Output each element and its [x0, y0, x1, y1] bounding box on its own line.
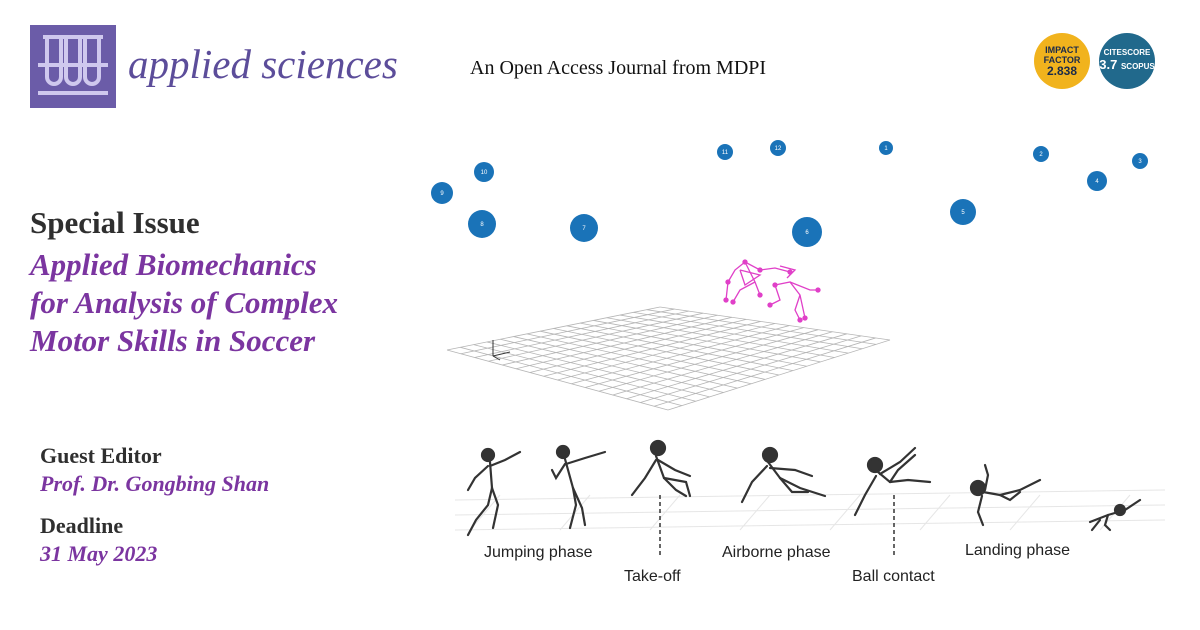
skeleton-figure-4 [740, 446, 827, 504]
grid-line [580, 322, 807, 367]
grid-line [571, 325, 790, 385]
camera-marker-label: 12 [775, 146, 782, 152]
camera-marker-dot [792, 217, 822, 247]
camera-marker-label: 11 [722, 150, 729, 156]
citescore-badge: CITESCORE 3.7 SCOPUS [1099, 33, 1155, 89]
grid-line [585, 327, 804, 388]
camera-marker-label: 7 [582, 226, 586, 232]
camera-marker-dot [431, 182, 453, 204]
skeleton-figure-2 [550, 444, 607, 530]
grid-line [640, 335, 862, 403]
camera-marker: 1 [879, 141, 893, 155]
special-issue-title-line: Motor Skills in Soccer [30, 323, 316, 358]
camera-marker: 6 [792, 217, 822, 247]
camera-marker: 12 [770, 140, 786, 156]
camera-marker: 8 [468, 210, 496, 238]
grid-line [654, 337, 876, 407]
impact-factor-value: 2.838 [1046, 63, 1078, 78]
grid-line [646, 309, 877, 345]
camera-marker-label: 4 [1095, 179, 1099, 185]
impact-factor-label-1: IMPACT [1045, 44, 1079, 55]
camera-marker-dot [770, 140, 786, 156]
grid-line [593, 320, 821, 363]
guest-editor-name: Prof. Dr. Gongbing Shan [40, 471, 270, 496]
deadline-date: 31 May 2023 [40, 541, 158, 566]
landing-phase-label: Landing phase [965, 542, 1070, 559]
camera-marker: 2 [1033, 146, 1049, 162]
impact-factor-label-2: FACTOR [1043, 54, 1081, 65]
camera-marker-dot [474, 162, 494, 182]
skeleton-sequence [466, 439, 1142, 537]
camera-marker-label: 10 [481, 170, 488, 176]
grid-line [606, 317, 835, 358]
grid-line [619, 314, 849, 354]
grid-line [566, 325, 793, 372]
ball-contact-label: Ball contact [852, 568, 935, 585]
camera-marker: 10 [474, 162, 494, 182]
camera-marker: 5 [950, 199, 976, 225]
camera-marker-dot [950, 199, 976, 225]
camera-marker-dot [1132, 153, 1148, 169]
grid-line [598, 329, 819, 392]
marker-skeleton [723, 259, 821, 323]
citescore-source: SCOPUS [1120, 62, 1155, 71]
special-issue-title-line: for Analysis of Complex [30, 285, 339, 320]
camera-marker-label: 5 [961, 210, 965, 216]
camera-marker-dot [717, 144, 733, 160]
deadline-label: Deadline [40, 513, 124, 538]
guest-editor-label: Guest Editor [40, 443, 162, 468]
camera-marker-label: 3 [1138, 159, 1142, 165]
journal-logo [30, 25, 116, 108]
camera-marker-label: 1 [884, 146, 888, 152]
special-issue-label: Special Issue [30, 205, 200, 240]
camera-marker-dot [468, 210, 496, 238]
grid-line [626, 333, 847, 400]
grid-line [557, 323, 776, 381]
jumping-phase-label: Jumping phase [484, 544, 593, 561]
skeleton-figure-3 [630, 439, 692, 498]
capture-floor-grid [446, 306, 891, 411]
camera-marker: 11 [717, 144, 733, 160]
camera-marker: 3 [1132, 153, 1148, 169]
camera-marker-label: 6 [805, 230, 809, 236]
camera-marker-label: 9 [440, 191, 444, 197]
test-tubes-icon [38, 35, 108, 95]
citescore-label: CITESCORE [1103, 48, 1151, 57]
camera-marker-dot [1087, 171, 1107, 191]
camera-marker-dot [879, 141, 893, 155]
citescore-value: 3.7 [1099, 57, 1118, 72]
airborne-phase-label: Airborne phase [722, 544, 831, 561]
camera-marker-dot [1033, 146, 1049, 162]
journal-tagline: An Open Access Journal from MDPI [470, 57, 767, 79]
grid-line [633, 311, 863, 350]
grid-line [659, 306, 891, 341]
skeleton-figure-5 [853, 446, 932, 517]
camera-marker-label: 8 [480, 222, 484, 228]
skeleton-figure-6 [969, 463, 1042, 527]
grid-line [612, 331, 833, 396]
special-issue-title: Applied Biomechanics for Analysis of Com… [30, 246, 338, 360]
skeleton-figure-7 [1088, 498, 1142, 532]
journal-name: applied sciences [128, 41, 398, 87]
camera-marker-dot [570, 214, 598, 242]
camera-marker: 9 [431, 182, 453, 204]
skeleton-figure-1 [466, 447, 522, 537]
sequence-background-grid [454, 489, 1166, 531]
origin-axes-icon [492, 340, 511, 361]
special-issue-title-line: Applied Biomechanics [30, 247, 317, 282]
camera-marker: 7 [570, 214, 598, 242]
camera-marker-label: 2 [1039, 152, 1043, 158]
grid-line [667, 339, 891, 411]
takeoff-label: Take-off [624, 568, 681, 585]
camera-marker: 4 [1087, 171, 1107, 191]
impact-factor-badge: IMPACT FACTOR 2.838 [1034, 33, 1090, 89]
